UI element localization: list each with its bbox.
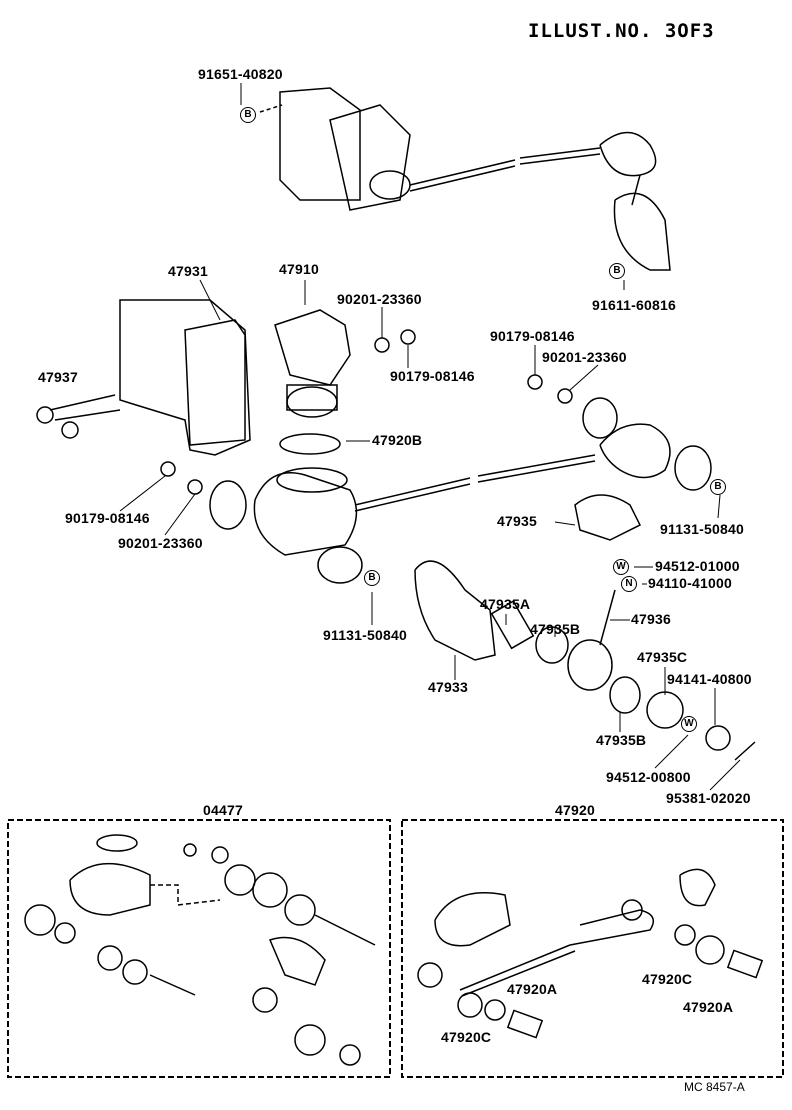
part-label-47936: 47936 <box>631 611 671 627</box>
part-label-91131-50840: 91131-50840 <box>660 521 744 537</box>
marker-b-icon: B <box>240 107 256 123</box>
part-label-47920c: 47920C <box>441 1029 492 1045</box>
marker-b-icon: B <box>710 479 726 495</box>
part-label-90201-23360: 90201-23360 <box>542 349 627 365</box>
middle-bracket-assembly <box>36 299 712 584</box>
marker-n-icon: N <box>621 576 637 592</box>
kit-box-04477 <box>7 819 391 1078</box>
part-label-91131-50840: 91131-50840 <box>323 627 407 643</box>
part-label-95381-02020: 95381-02020 <box>666 790 751 806</box>
marker-b-icon: B <box>609 263 625 279</box>
part-label-94110-41000: 94110-41000 <box>648 575 732 591</box>
kit-label-47920: 47920 <box>555 802 595 818</box>
part-label-47935: 47935 <box>497 513 537 529</box>
part-label-47920a: 47920A <box>507 981 558 997</box>
lower-link-assembly <box>414 494 756 761</box>
part-label-90179-08146: 90179-08146 <box>65 510 150 526</box>
part-label-47933: 47933 <box>428 679 468 695</box>
kit-04477-parts <box>24 834 376 1066</box>
part-label-47920a: 47920A <box>683 999 734 1015</box>
part-label-90201-23360: 90201-23360 <box>118 535 203 551</box>
leader-lines <box>119 83 741 791</box>
marker-w-icon: W <box>681 716 697 732</box>
kit-47920-parts <box>417 868 764 1039</box>
part-label-94512-00800: 94512-00800 <box>606 769 691 785</box>
part-label-47937: 47937 <box>38 369 78 385</box>
part-label-90179-08146: 90179-08146 <box>390 368 475 384</box>
reference-code: MC 8457-A <box>684 1080 745 1094</box>
part-label-90179-08146: 90179-08146 <box>490 328 575 344</box>
top-bracket-assembly <box>259 87 671 271</box>
part-label-47935b: 47935B <box>596 732 647 748</box>
part-label-90201-23360: 90201-23360 <box>337 291 422 307</box>
marker-b-icon: B <box>364 570 380 586</box>
part-label-47935c: 47935C <box>637 649 688 665</box>
part-label-91611-60816: 91611-60816 <box>592 297 676 313</box>
part-label-94141-40800: 94141-40800 <box>667 671 752 687</box>
part-label-47935a: 47935A <box>480 596 531 612</box>
illustration-number: ILLUST.NO. 3OF3 <box>528 20 715 42</box>
part-label-47910: 47910 <box>279 261 319 277</box>
kit-box-47920 <box>401 819 784 1078</box>
marker-w-icon: W <box>613 559 629 575</box>
part-label-47935b: 47935B <box>530 621 581 637</box>
part-label-94512-01000: 94512-01000 <box>655 558 740 574</box>
part-label-47931: 47931 <box>168 263 208 279</box>
part-label-91651-40820: 91651-40820 <box>198 66 283 82</box>
part-label-47920b: 47920B <box>372 432 423 448</box>
kit-label-04477: 04477 <box>203 802 243 818</box>
part-label-47920c: 47920C <box>642 971 693 987</box>
